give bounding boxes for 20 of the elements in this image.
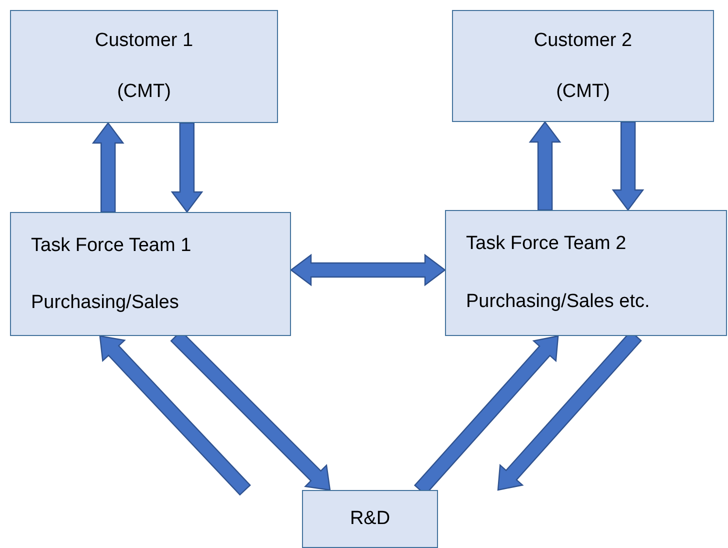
box-text: Task Force Team 1 xyxy=(31,234,192,258)
box-text: Purchasing/Sales etc. xyxy=(466,290,650,314)
block-arrow xyxy=(612,121,644,211)
box-text: R&D xyxy=(350,507,390,531)
process-box xyxy=(302,490,438,548)
process-box xyxy=(445,210,727,336)
block-arrow xyxy=(290,254,446,286)
box-text: Task Force Team 2 xyxy=(466,232,626,256)
block-arrow xyxy=(99,335,251,496)
box-text: Customer 1 xyxy=(94,28,194,53)
box-text: (CMT) xyxy=(556,80,610,104)
block-arrow xyxy=(170,122,204,213)
block-arrow xyxy=(528,121,562,211)
box-text: Purchasing/Sales xyxy=(31,290,179,314)
box-text: Customer 2 xyxy=(534,28,632,52)
block-arrow xyxy=(92,122,124,213)
process-box xyxy=(10,10,278,123)
box-text: (CMT) xyxy=(117,80,171,104)
process-box xyxy=(10,212,291,336)
process-box xyxy=(452,10,714,122)
